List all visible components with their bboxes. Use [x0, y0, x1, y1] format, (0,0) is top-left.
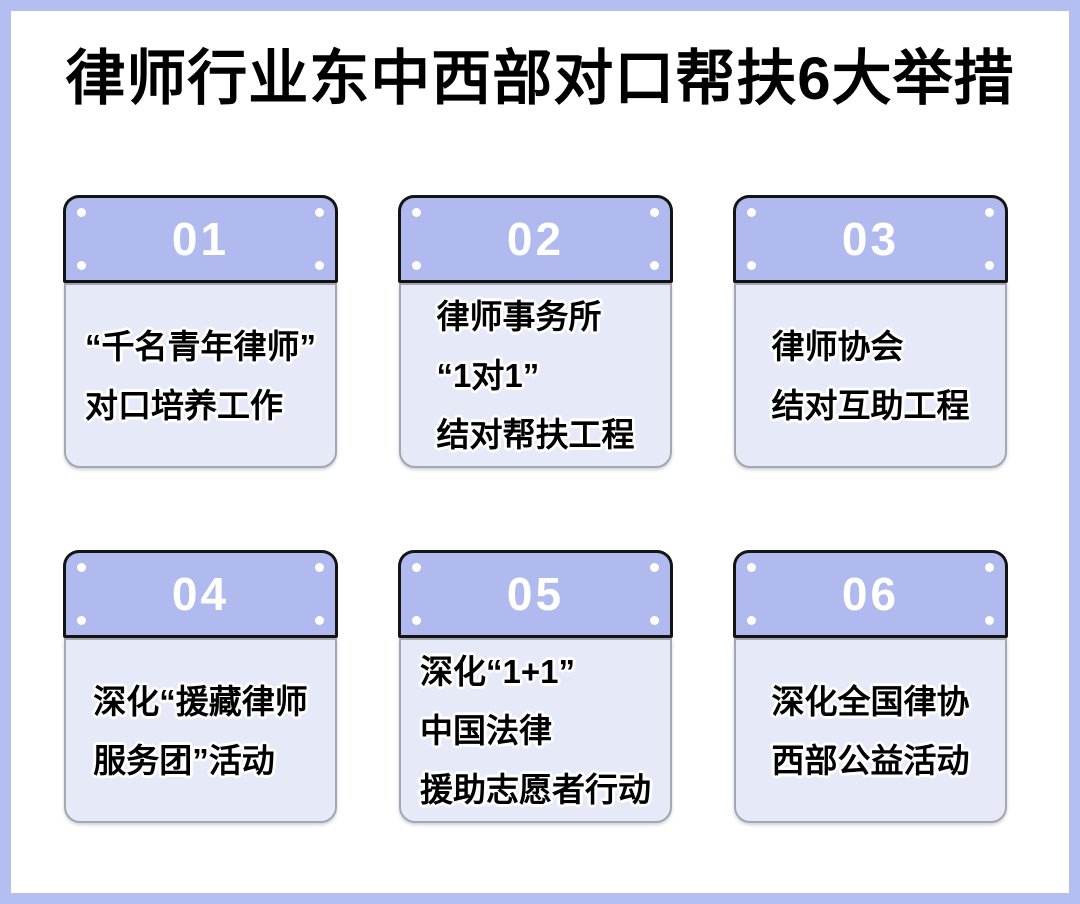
pin-dot-icon	[412, 261, 421, 270]
card-text-line: 结对帮扶工程	[436, 416, 635, 453]
card-text-line: 深化全国律协	[771, 682, 970, 720]
measure-card: 律师协会结对互助工程 03	[733, 195, 1008, 468]
card-body: 律师事务所 “1对1” 结对帮扶工程	[399, 283, 672, 468]
card-text: 深化“援藏律师服务团”活动	[93, 672, 308, 790]
card-number: 01	[171, 213, 230, 265]
card-text: 深化全国律协西部公益活动	[772, 672, 970, 790]
card-number: 06	[841, 568, 900, 620]
pin-dot-icon	[650, 261, 659, 270]
card-text-line: 援助志愿者行动	[420, 771, 651, 808]
card-header: 06	[733, 550, 1008, 638]
card-text-line: 中国法律	[420, 712, 552, 749]
pin-dot-icon	[747, 208, 756, 217]
measure-card: 律师事务所 “1对1” 结对帮扶工程 02	[398, 195, 673, 468]
card-number: 05	[506, 568, 565, 620]
card-number: 04	[171, 568, 230, 620]
pin-dot-icon	[77, 616, 86, 625]
pin-dot-icon	[77, 563, 86, 572]
pin-dot-icon	[747, 616, 756, 625]
card-text-line: 西部公益活动	[771, 741, 970, 779]
pin-dot-icon	[985, 261, 994, 270]
pin-dot-icon	[747, 563, 756, 572]
card-header: 01	[63, 195, 338, 283]
card-text: 律师事务所 “1对1” 结对帮扶工程	[437, 287, 635, 464]
card-header: 05	[398, 550, 673, 638]
card-number: 03	[841, 213, 900, 265]
card-text-line: 深化“援藏律师	[93, 682, 308, 720]
card-text-line: 律师事务所	[436, 298, 602, 335]
pin-dot-icon	[650, 563, 659, 572]
pin-dot-icon	[315, 616, 324, 625]
pin-dot-icon	[650, 616, 659, 625]
card-header: 02	[398, 195, 673, 283]
card-body: 深化“1+1” 中国法律援助志愿者行动	[399, 638, 672, 823]
card-body: “千名青年律师” 对口培养工作	[64, 283, 337, 468]
card-body: 深化全国律协西部公益活动	[734, 638, 1007, 823]
pin-dot-icon	[315, 208, 324, 217]
measure-card: “千名青年律师” 对口培养工作 01	[63, 195, 338, 468]
pin-dot-icon	[747, 261, 756, 270]
card-header: 04	[63, 550, 338, 638]
card-text-line: 结对互助工程	[771, 386, 970, 424]
card-text-line: 律师协会	[771, 327, 904, 365]
pin-dot-icon	[315, 563, 324, 572]
card-header: 03	[733, 195, 1008, 283]
pin-dot-icon	[77, 261, 86, 270]
pin-dot-icon	[985, 616, 994, 625]
page-title: 律师行业东中西部对口帮扶6大举措	[65, 45, 1015, 112]
card-text-line: “1对1”	[436, 357, 540, 394]
card-body: 深化“援藏律师服务团”活动	[64, 638, 337, 823]
pin-dot-icon	[412, 616, 421, 625]
measure-card: 深化全国律协西部公益活动 06	[733, 550, 1008, 823]
card-text: 律师协会结对互助工程	[772, 317, 970, 435]
pin-dot-icon	[77, 208, 86, 217]
measure-card: 深化“1+1” 中国法律援助志愿者行动 05	[398, 550, 673, 823]
card-text-line: 服务团”活动	[93, 741, 275, 779]
pin-dot-icon	[412, 563, 421, 572]
measure-card: 深化“援藏律师服务团”活动 04	[63, 550, 338, 823]
pin-dot-icon	[315, 261, 324, 270]
card-text: “千名青年律师” 对口培养工作	[85, 317, 316, 435]
card-text: 深化“1+1” 中国法律援助志愿者行动	[420, 642, 651, 819]
pin-dot-icon	[985, 563, 994, 572]
pin-dot-icon	[412, 208, 421, 217]
card-number: 02	[506, 213, 565, 265]
pin-dot-icon	[650, 208, 659, 217]
pin-dot-icon	[985, 208, 994, 217]
card-text-line: “千名青年律师”	[85, 327, 316, 365]
card-body: 律师协会结对互助工程	[734, 283, 1007, 468]
card-text-line: 深化“1+1”	[420, 653, 575, 690]
card-text-line: 对口培养工作	[85, 386, 283, 424]
measures-grid: “千名青年律师” 对口培养工作 01 律师事务所 “1对1” 结对帮扶工程 02 律师…	[63, 195, 1008, 823]
